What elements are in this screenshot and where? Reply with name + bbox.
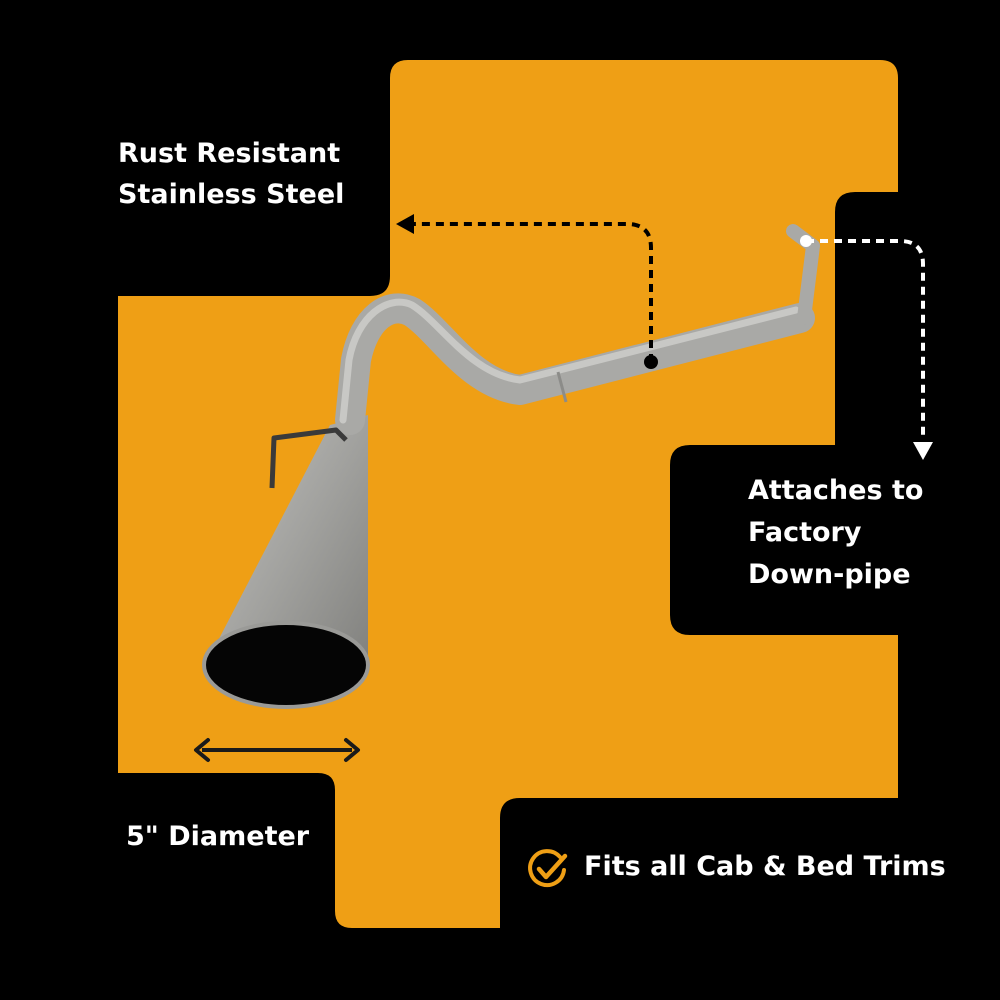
exhaust-pipe-bend (335, 293, 815, 435)
exhaust-pipe-highlight (339, 298, 800, 424)
material-callout-arrow (412, 222, 653, 362)
material-label: Rust Resistant Stainless Steel (118, 134, 344, 215)
attach-callout-arrow (806, 239, 925, 440)
material-label-line2: Stainless Steel (118, 178, 345, 210)
attach-label-line3: Down-pipe (748, 558, 911, 590)
material-callout-dot (644, 355, 658, 369)
material-arrowhead (396, 214, 414, 234)
attach-label: Attaches to Factory Down-pipe (748, 470, 923, 596)
exhaust-pipe-inlet (786, 224, 820, 325)
diameter-arrowhead-left (194, 738, 210, 762)
diameter-arrowhead-right (344, 738, 360, 762)
attach-arrowhead (913, 442, 933, 460)
fitment-label-text: Fits all Cab & Bed Trims (584, 851, 946, 882)
pipe-hanger (269, 427, 348, 489)
pipe-joint (556, 371, 568, 403)
check-circle-icon (528, 849, 568, 888)
attach-callout-dot (800, 235, 812, 247)
material-label-line1: Rust Resistant (118, 138, 341, 169)
diameter-label: 5" Diameter (126, 817, 309, 858)
attach-label-line1: Attaches to (748, 475, 924, 506)
diameter-label-text: 5" Diameter (126, 821, 310, 852)
attach-label-line2: Factory (748, 516, 862, 548)
pipe-opening (202, 621, 370, 709)
orange-panel (118, 60, 898, 928)
fitment-label: Fits all Cab & Bed Trims (584, 847, 946, 888)
